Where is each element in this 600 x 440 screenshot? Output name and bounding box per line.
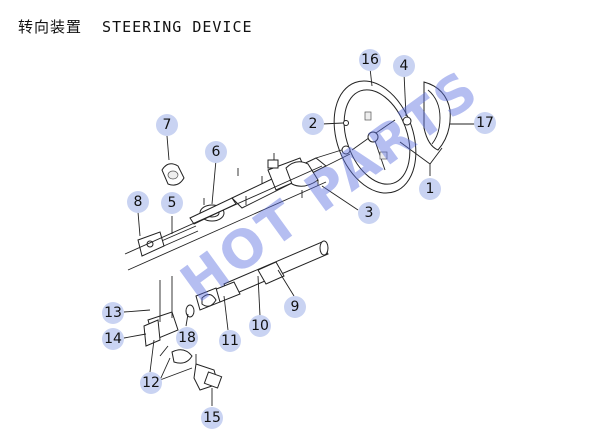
callout-5[interactable]: 5: [161, 192, 183, 214]
svg-text:2: 2: [309, 116, 318, 132]
svg-text:13: 13: [104, 305, 122, 321]
svg-text:8: 8: [134, 194, 143, 210]
svg-text:9: 9: [291, 299, 300, 315]
svg-text:10: 10: [251, 318, 269, 334]
svg-text:18: 18: [178, 330, 196, 346]
page-title: 转向装置 STEERING DEVICE: [18, 18, 253, 36]
svg-text:14: 14: [104, 331, 122, 347]
svg-text:6: 6: [212, 144, 221, 160]
callout-3[interactable]: 3: [358, 202, 380, 224]
callout-12[interactable]: 12: [140, 372, 162, 394]
svg-text:17: 17: [476, 115, 494, 131]
svg-text:4: 4: [400, 58, 409, 74]
callout-13[interactable]: 13: [102, 302, 124, 324]
svg-text:12: 12: [142, 375, 160, 391]
column-bracket: [124, 165, 327, 271]
callout-14[interactable]: 14: [102, 328, 124, 350]
callout-16[interactable]: 16: [359, 49, 381, 71]
svg-text:1: 1: [426, 181, 435, 197]
svg-text:7: 7: [163, 117, 172, 133]
callout-17[interactable]: 17: [474, 112, 496, 134]
callout-8[interactable]: 8: [127, 191, 149, 213]
wheel-nut: [343, 120, 349, 126]
emblem: [402, 116, 412, 126]
callout-6[interactable]: 6: [205, 141, 227, 163]
callout-2[interactable]: 2: [302, 113, 324, 135]
svg-text:3: 3: [365, 205, 374, 221]
horn-pad: [423, 81, 451, 151]
callout-11[interactable]: 11: [219, 330, 241, 352]
watermark-text: HOT PARTS: [170, 59, 490, 315]
callout-18[interactable]: 18: [176, 327, 198, 349]
cover-plate: [161, 163, 185, 186]
leader-lines: [123, 67, 476, 406]
callout-7[interactable]: 7: [156, 114, 178, 136]
steering-wheel: [333, 80, 417, 194]
lower-bracket: [143, 276, 179, 373]
svg-text:16: 16: [361, 52, 379, 68]
svg-text:5: 5: [168, 195, 177, 211]
callout-4[interactable]: 4: [393, 55, 415, 77]
callout-10[interactable]: 10: [249, 315, 271, 337]
lower-joint: [159, 345, 223, 391]
svg-text:15: 15: [203, 410, 221, 426]
callout-9[interactable]: 9: [284, 296, 306, 318]
svg-text:11: 11: [221, 333, 239, 349]
callout-1[interactable]: 1: [419, 178, 441, 200]
callout-15[interactable]: 15: [201, 407, 223, 429]
